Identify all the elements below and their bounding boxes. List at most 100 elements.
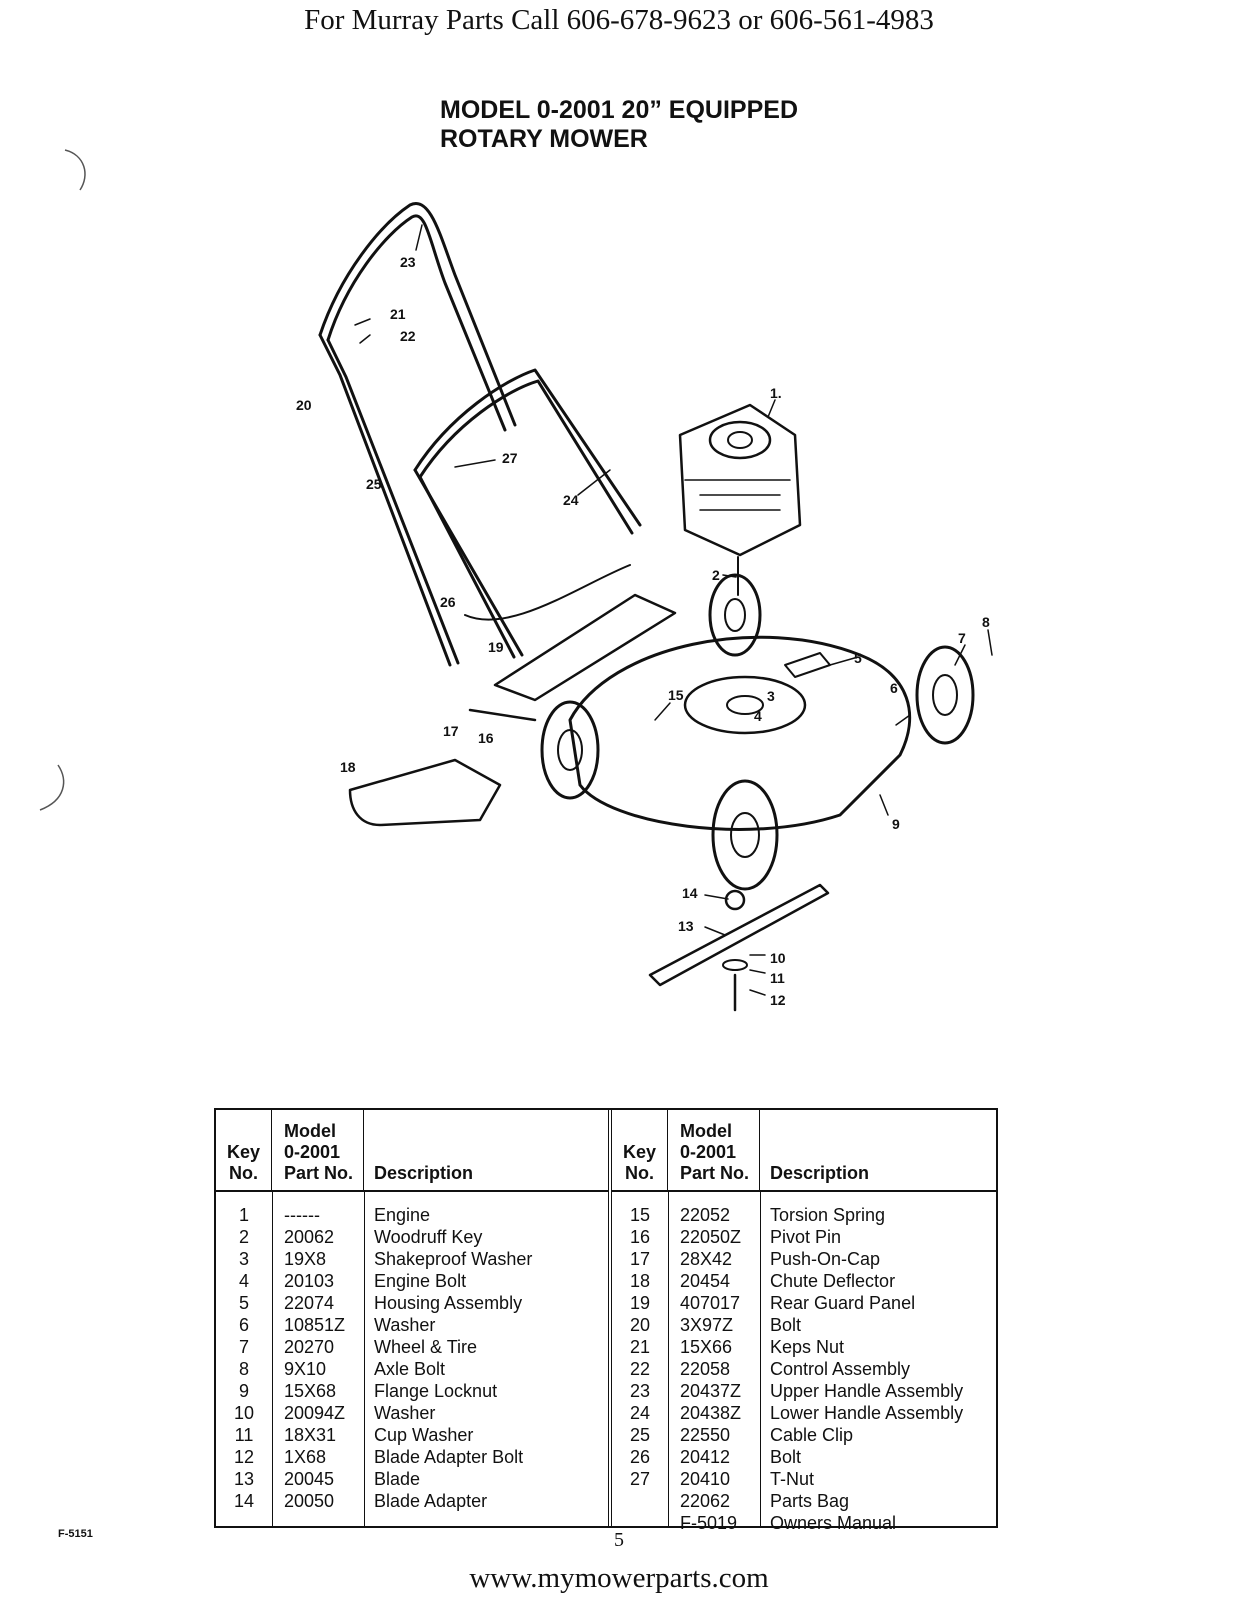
part-number-cell: 22550 bbox=[680, 1425, 731, 1445]
part-number-cell: 22050Z bbox=[680, 1227, 742, 1247]
description-cell: Blade Adapter Bolt bbox=[374, 1447, 524, 1467]
callout-9: 9 bbox=[892, 816, 900, 832]
blade-part bbox=[648, 883, 830, 987]
key-number-cell: 18 bbox=[629, 1271, 651, 1291]
part-number-cell: 15X66 bbox=[680, 1337, 733, 1357]
part-number-cell: 3X97Z bbox=[680, 1315, 734, 1335]
callout-26: 26 bbox=[440, 594, 456, 610]
scan-margin-mark bbox=[64, 149, 86, 191]
part-number-cell: 20437Z bbox=[680, 1381, 742, 1401]
callout-5: 5 bbox=[854, 650, 862, 666]
key-number-cell: 24 bbox=[629, 1403, 651, 1423]
scan-margin-mark bbox=[39, 764, 65, 811]
part-number-cell: 20438Z bbox=[680, 1403, 742, 1423]
description-cell: Cable Clip bbox=[770, 1425, 854, 1445]
part-number-cell: F-5019 bbox=[680, 1513, 738, 1533]
engine-part bbox=[678, 403, 802, 557]
key-number-cell: 19 bbox=[629, 1293, 651, 1313]
description-cell: Axle Bolt bbox=[374, 1359, 446, 1379]
footer-website: www.mymowerparts.com bbox=[469, 1562, 769, 1594]
key-number-cell: 8 bbox=[238, 1359, 249, 1379]
part-number-cell: 20412 bbox=[680, 1447, 731, 1467]
table-row: 1------Engine bbox=[216, 1204, 608, 1226]
description-cell: Wheel & Tire bbox=[374, 1337, 478, 1357]
key-number-cell: 6 bbox=[238, 1315, 249, 1335]
key-number-cell: 26 bbox=[629, 1447, 651, 1467]
description-cell: Engine Bolt bbox=[374, 1271, 467, 1291]
key-number-cell: 4 bbox=[238, 1271, 249, 1291]
callout-27: 27 bbox=[502, 450, 518, 466]
part-number-cell: 15X68 bbox=[284, 1381, 337, 1401]
title-line-2: ROTARY MOWER bbox=[440, 125, 648, 153]
exploded-parts-diagram: 1. 2 3 4 5 6 7 8 9 10 11 12 13 14 15 16 … bbox=[296, 201, 993, 1012]
part-number-cell: 22058 bbox=[680, 1359, 731, 1379]
description-cell: Bolt bbox=[770, 1315, 802, 1335]
description-cell: Flange Locknut bbox=[374, 1381, 498, 1401]
key-number-cell: 22 bbox=[629, 1359, 651, 1379]
part-number-cell: 20094Z bbox=[284, 1403, 346, 1423]
callout-24: 24 bbox=[563, 492, 579, 508]
callout-23: 23 bbox=[400, 254, 416, 270]
callout-10: 10 bbox=[770, 950, 786, 966]
part-number-cell: 10851Z bbox=[284, 1315, 346, 1335]
key-number-cell: 16 bbox=[629, 1227, 651, 1247]
description-cell: Keps Nut bbox=[770, 1337, 845, 1357]
callout-25: 25 bbox=[366, 476, 382, 492]
key-number-cell: 27 bbox=[629, 1469, 651, 1489]
part-number-cell: 22074 bbox=[284, 1293, 335, 1313]
key-number-cell: 10 bbox=[233, 1403, 255, 1423]
key-number-cell: 25 bbox=[629, 1425, 651, 1445]
key-number-cell: 15 bbox=[629, 1205, 651, 1225]
description-cell: Upper Handle Assembly bbox=[770, 1381, 964, 1401]
description-cell: Blade bbox=[374, 1469, 421, 1489]
wheel-rear-right bbox=[708, 573, 762, 657]
callout-21: 21 bbox=[390, 306, 406, 322]
callout-20: 20 bbox=[296, 397, 312, 413]
table-row: 26 20412 Bolt bbox=[612, 1446, 996, 1468]
key-number-cell: 7 bbox=[238, 1337, 249, 1357]
callout-14: 14 bbox=[682, 885, 698, 901]
part-number-cell: 20454 bbox=[680, 1271, 731, 1291]
part-number-cell: 20045 bbox=[284, 1469, 335, 1489]
wheel-front-left bbox=[711, 779, 779, 891]
part-number-cell: 20270 bbox=[284, 1337, 335, 1357]
lower-handle-part bbox=[413, 368, 642, 527]
description-cell: T-Nut bbox=[770, 1469, 815, 1489]
callout-18: 18 bbox=[340, 759, 356, 775]
header-phone-line: For Murray Parts Call 606-678-9623 or 60… bbox=[304, 4, 934, 36]
description-cell: Shakeproof Washer bbox=[374, 1249, 533, 1269]
table-row: 9 15X68 Flange Locknut bbox=[216, 1380, 608, 1402]
page-title: MODEL 0-2001 20” EQUIPPED ROTARY MOWER bbox=[440, 96, 798, 154]
description-cell: Lower Handle Assembly bbox=[770, 1403, 964, 1423]
part-number-cell: 1X68 bbox=[284, 1447, 327, 1467]
wheel-rear-left bbox=[540, 700, 600, 800]
header-description: Description bbox=[374, 1163, 474, 1183]
part-number-cell: 28X42 bbox=[680, 1249, 733, 1269]
description-cell: Blade Adapter bbox=[374, 1491, 488, 1511]
part-number-cell: 19X8 bbox=[284, 1249, 327, 1269]
chute-deflector-part bbox=[348, 758, 502, 827]
table-row: 13 20045 Blade bbox=[216, 1468, 608, 1490]
key-number-cell: 12 bbox=[233, 1447, 255, 1467]
key-number-cell: 23 bbox=[629, 1381, 651, 1401]
description-cell: Woodruff Key bbox=[374, 1227, 483, 1247]
table-row: 12 1X68 Blade Adapter Bolt bbox=[216, 1446, 608, 1468]
key-number-cell: 9 bbox=[238, 1381, 249, 1401]
part-number-cell: 22062 bbox=[680, 1491, 731, 1511]
description-cell: Bolt bbox=[770, 1447, 802, 1467]
description-cell: Cup Washer bbox=[374, 1425, 474, 1445]
key-number-cell: 13 bbox=[233, 1469, 255, 1489]
page-number: 5 bbox=[614, 1529, 624, 1551]
